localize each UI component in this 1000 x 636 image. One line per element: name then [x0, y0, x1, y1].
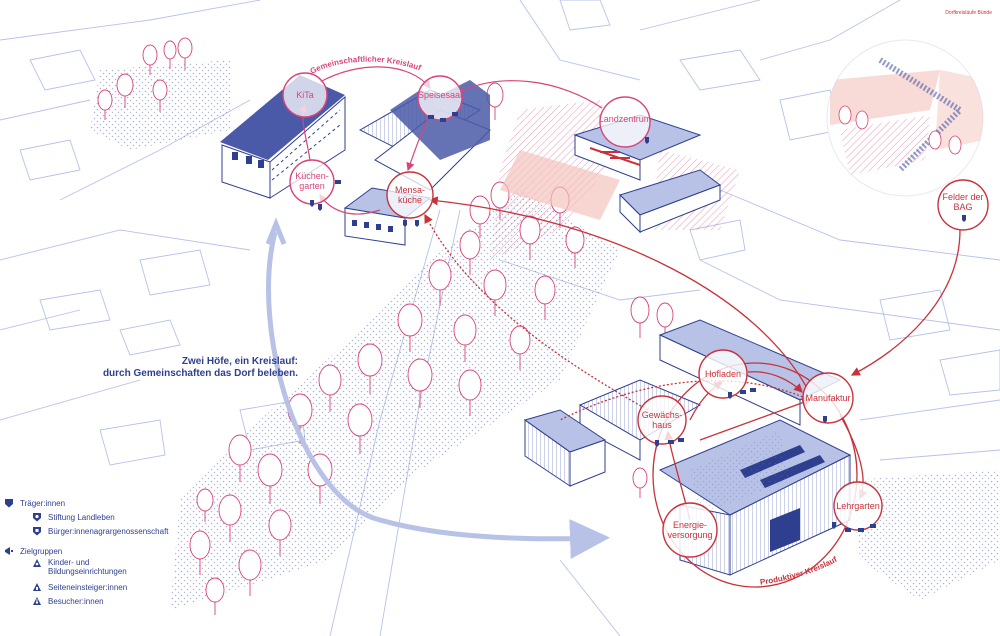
node-kita-label: KiTa: [296, 90, 314, 100]
node-gewaechshaus-label-2: haus: [652, 420, 672, 430]
node-manufaktur: Manufaktur: [802, 372, 854, 424]
visitor-icon: [33, 597, 41, 605]
node-hofladen-label: Hofladen: [705, 369, 741, 379]
legend-ziel-heading: Zielgruppen: [4, 544, 194, 558]
shield-icon: [5, 499, 13, 508]
productive-cycle-flows: [424, 196, 961, 588]
newcomer-icon: [33, 583, 41, 591]
node-speisesaal-label: Speisesaal: [418, 90, 462, 100]
connection-arrow-head-start: [265, 217, 287, 245]
node-mensakueche: Mensa- küche: [386, 171, 434, 219]
diagram-title-line-2: durch Gemeinschaften das Dorf beleben.: [102, 368, 298, 379]
legend-ziel-item1-line1: Kinder- und: [48, 558, 90, 567]
node-felder: Felder der BAG: [937, 179, 989, 231]
node-energie-label-2: versorgung: [667, 530, 712, 540]
legend-ziel-item: Besucher:innen: [4, 594, 194, 608]
legend: Träger:innen Stiftung Landleben Bürger:i…: [4, 496, 194, 608]
node-lehrgarten-label: Lehrgarten: [836, 501, 880, 511]
legend-ziel-item: Kinder- und Bildungseinrichtungen: [4, 558, 194, 580]
productive-cycle-text: Produktiver Kreislauf: [759, 555, 838, 587]
legend-ziel-item: Seiteneinsteiger:innen: [4, 580, 194, 594]
node-hofladen: Hofladen: [698, 349, 748, 399]
node-landzentrum: Landzentrum: [599, 96, 652, 148]
legend-traeger-item: Stiftung Landleben: [4, 510, 194, 524]
fields-inset: [826, 39, 984, 197]
legend-traeger-item-label: Bürger:innenagrargenossenschaft: [48, 526, 169, 536]
node-mensakueche-label-2: küche: [398, 195, 422, 205]
megaphone-icon: [5, 547, 13, 555]
legend-ziel-item-label: Besucher:innen: [48, 596, 104, 606]
node-gewaechshaus: Gewächs- haus: [637, 395, 687, 445]
node-manufaktur-label: Manufaktur: [805, 393, 850, 403]
community-cycle-label: Gemeinschaftlicher Kreislauf: [309, 55, 423, 76]
node-kuechengarten-label-2: garten: [299, 181, 325, 191]
legend-traeger-item: Bürger:innenagrargenossenschaft: [4, 524, 194, 538]
node-kuechengarten: Küchen- garten: [289, 159, 335, 205]
actor-badges: [310, 112, 966, 532]
node-speisesaal: Speisesaal: [417, 75, 463, 121]
legend-ziel-heading-label: Zielgruppen: [20, 546, 63, 556]
shield-icon: [33, 527, 41, 536]
node-energieversorgung: Energie- versorgung: [662, 502, 718, 558]
node-kuechengarten-label-1: Küchen-: [295, 171, 329, 181]
node-kita: KiTa: [282, 72, 328, 118]
diagram-title-line-1: Zwei Höfe, ein Kreislauf:: [181, 356, 298, 367]
productive-cycle-label: Produktiver Kreislauf: [759, 555, 838, 587]
trees: [97, 37, 674, 615]
legend-ziel-item1-line2: Bildungseinrichtungen: [48, 567, 127, 576]
node-mensakueche-label-1: Mensa-: [395, 185, 425, 195]
legend-traeger-heading: Träger:innen: [4, 496, 194, 510]
legend-ziel-item-label: Seiteneinsteiger:innen: [48, 582, 128, 592]
credit-label: Dorfkreisläufe Bünde: [945, 10, 992, 16]
children-icon: [33, 559, 41, 567]
legend-ziel-item-label: Kinder- und Bildungseinrichtungen: [48, 558, 127, 576]
node-lehrgarten: Lehrgarten: [833, 481, 883, 531]
node-felder-label-2: BAG: [953, 202, 972, 212]
shield-icon: [33, 513, 41, 522]
community-cycle-text: Gemeinschaftlicher Kreislauf: [309, 55, 423, 76]
node-energie-label-1: Energie-: [673, 520, 707, 530]
legend-traeger-item-label: Stiftung Landleben: [48, 512, 115, 522]
node-landzentrum-label: Landzentrum: [599, 114, 652, 124]
legend-traeger-heading-label: Träger:innen: [20, 498, 66, 508]
node-gewaechshaus-label-1: Gewächs-: [642, 410, 683, 420]
connection-arrow: [266, 231, 610, 559]
diagram-title: Zwei Höfe, ein Kreislauf: durch Gemeinsc…: [78, 356, 298, 380]
node-felder-label-1: Felder der: [942, 192, 983, 202]
